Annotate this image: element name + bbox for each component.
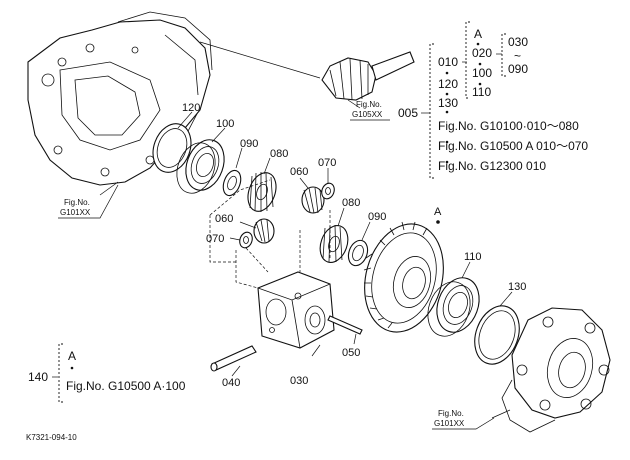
pinion-060-upper [301, 186, 325, 214]
legend-005-item-010: 010 [438, 55, 458, 69]
fig-ref-right-title: Fig.No. [438, 409, 464, 418]
side-gear-080-right [319, 224, 349, 263]
shim-090-right [347, 239, 369, 267]
legend-140: 140 A Fig.No. G10500 A·100 [28, 343, 186, 403]
legend-005-sub-a: A [474, 27, 482, 41]
label-060-upper: 060 [290, 166, 308, 178]
point-a-dot [436, 220, 440, 224]
legend-005-sub-sub-030: 030 [508, 35, 528, 49]
fig-ref-pinion: Fig.No. G105XX [350, 100, 390, 121]
label-130: 130 [508, 281, 526, 293]
shim-090-left [222, 169, 242, 197]
legend-005-sub-sub-090: 090 [508, 62, 528, 76]
label-030: 030 [290, 375, 308, 387]
label-090-right: 090 [368, 211, 386, 223]
fig-ref-left-title: Fig.No. [64, 198, 90, 207]
legend-005-item-120: 120 [438, 77, 458, 91]
legend-005: 005 010 120 130 A 020 100 110 030 ~ 090 … [398, 21, 588, 179]
legend-005-sub-020: 020 [472, 46, 492, 60]
washer-070-lower [239, 231, 253, 249]
fig-ref-left-top: Fig.No. G101XX [58, 184, 119, 219]
label-080-left: 080 [270, 148, 288, 160]
fig-ref-right-bottom: Fig.No. G101XX [432, 409, 495, 430]
label-100: 100 [216, 118, 234, 130]
label-a-point: A [434, 206, 442, 218]
label-090-left: 090 [240, 138, 258, 150]
pinion-gear [321, 51, 415, 101]
label-040: 040 [222, 377, 240, 389]
fig-ref-right-code: G101XX [434, 419, 465, 428]
legend-005-ref-3: Fig.No. G12300 010 [438, 159, 546, 173]
legend-005-sub-100: 100 [472, 66, 492, 80]
differential-case-030 [257, 271, 335, 349]
ring-gear [363, 221, 444, 333]
seal-ring-130 [474, 305, 520, 365]
label-120: 120 [182, 102, 200, 114]
legend-005-ref-1: Fig.No. G10100·010～080 [438, 119, 579, 133]
fig-ref-pinion-code: G105XX [352, 110, 383, 119]
fig-ref-pinion-title: Fig.No. [356, 100, 382, 109]
legend-140-a: A [68, 349, 76, 363]
washer-070-upper [321, 182, 335, 200]
side-gear-080-left [247, 172, 277, 212]
bearing-100 [176, 139, 225, 194]
pin-040 [210, 345, 257, 372]
leader-lines [99, 41, 513, 419]
label-070-lower: 070 [206, 233, 224, 245]
label-050: 050 [342, 347, 360, 359]
seal-ring-120 [152, 123, 192, 173]
legend-005-item-130: 130 [438, 96, 458, 110]
drawing-id: K7321-094-10 [26, 433, 77, 442]
pinion-060-lower [253, 218, 275, 244]
bearing-110 [427, 277, 480, 337]
label-060-lower: 060 [215, 213, 233, 225]
right-housing-cover [501, 307, 611, 433]
legend-005-sub-110: 110 [472, 85, 491, 99]
legend-140-ref: Fig.No. G10500 A·100 [66, 379, 186, 393]
label-080-right: 080 [342, 197, 360, 209]
legend-005-sub-sub-tilde: ~ [514, 49, 521, 63]
legend-005-number: 005 [398, 106, 418, 120]
legend-140-number: 140 [28, 370, 48, 384]
fig-ref-left-code: G101XX [60, 208, 91, 217]
label-070-upper: 070 [318, 157, 336, 169]
legend-005-ref-2: Fig.No. G10500 A 010～070 [438, 139, 588, 153]
label-110: 110 [464, 251, 482, 263]
pin-050 [327, 315, 363, 335]
